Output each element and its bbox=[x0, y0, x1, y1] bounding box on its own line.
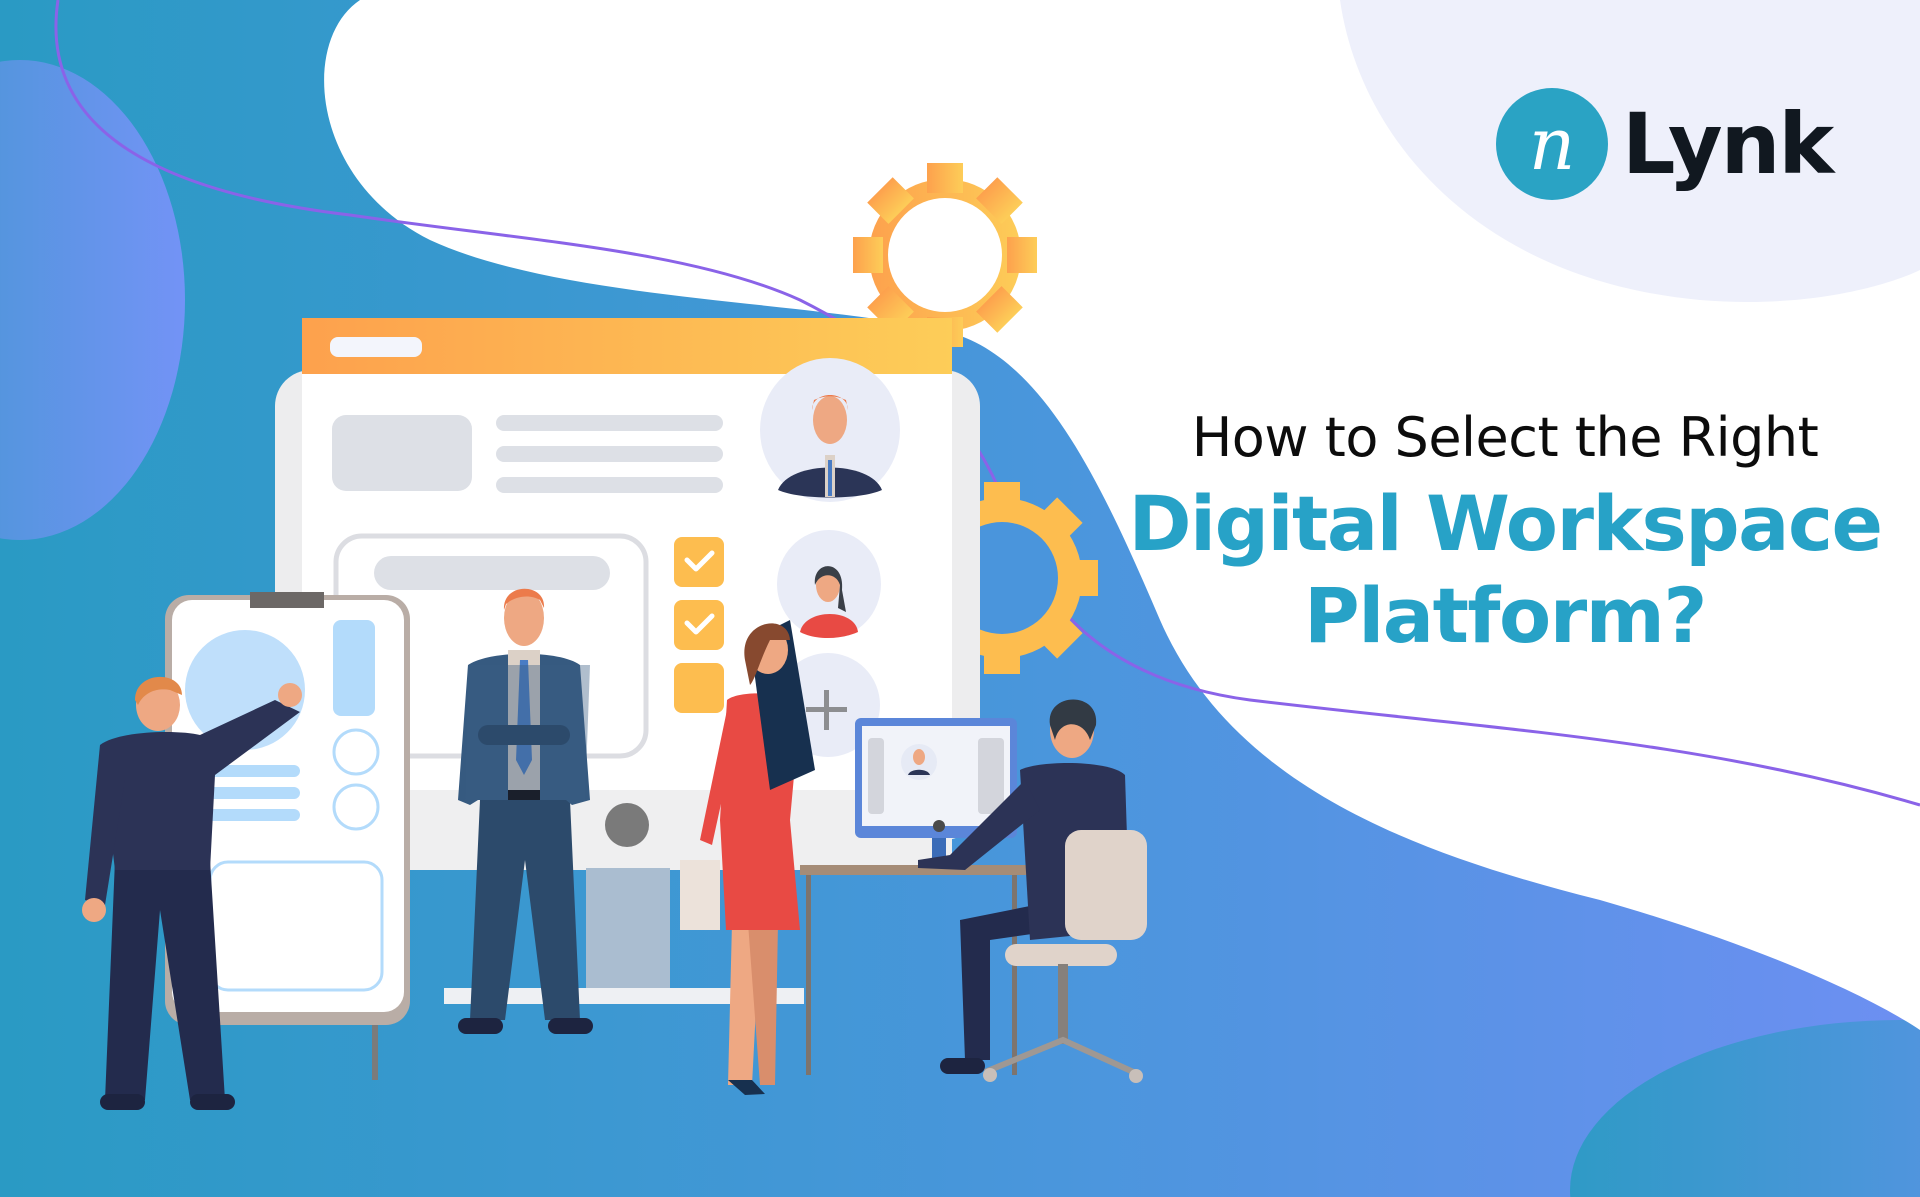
white-wave bbox=[324, 0, 1920, 1030]
checkbox-empty-icon bbox=[674, 663, 724, 713]
man-at-computer bbox=[918, 699, 1147, 1083]
desk bbox=[800, 718, 1030, 1075]
brand-logo[interactable]: n Lynk bbox=[1496, 88, 1834, 200]
headline-line-1: How to Select the Right bbox=[1191, 406, 1819, 469]
bottom-right-blob bbox=[1570, 1020, 1920, 1197]
brand-mark-icon: n bbox=[1496, 88, 1608, 200]
gear-icon bbox=[853, 163, 1037, 347]
checkbox-checked-icon bbox=[674, 537, 724, 587]
checkbox-checked-icon bbox=[674, 600, 724, 650]
content-placeholder-image bbox=[332, 415, 472, 491]
user-avatar-icon bbox=[777, 530, 881, 638]
woman-with-folder bbox=[680, 620, 815, 1095]
man-arms-crossed bbox=[458, 588, 593, 1034]
window-title-pill bbox=[330, 337, 422, 357]
left-blob bbox=[0, 60, 185, 540]
brand-name: Lynk bbox=[1622, 95, 1834, 193]
window-button bbox=[605, 803, 649, 847]
user-avatar-icon bbox=[760, 358, 900, 502]
flipchart bbox=[165, 592, 410, 1080]
top-right-lavender-blob bbox=[1340, 0, 1920, 303]
headline-line-2: Digital Workspace bbox=[1128, 479, 1883, 568]
app-window bbox=[275, 318, 980, 1004]
headline: How to Select the Right Digital Workspac… bbox=[1110, 398, 1900, 662]
headline-line-3: Platform? bbox=[1304, 571, 1707, 660]
man-drawing-on-flipchart bbox=[82, 676, 302, 1110]
